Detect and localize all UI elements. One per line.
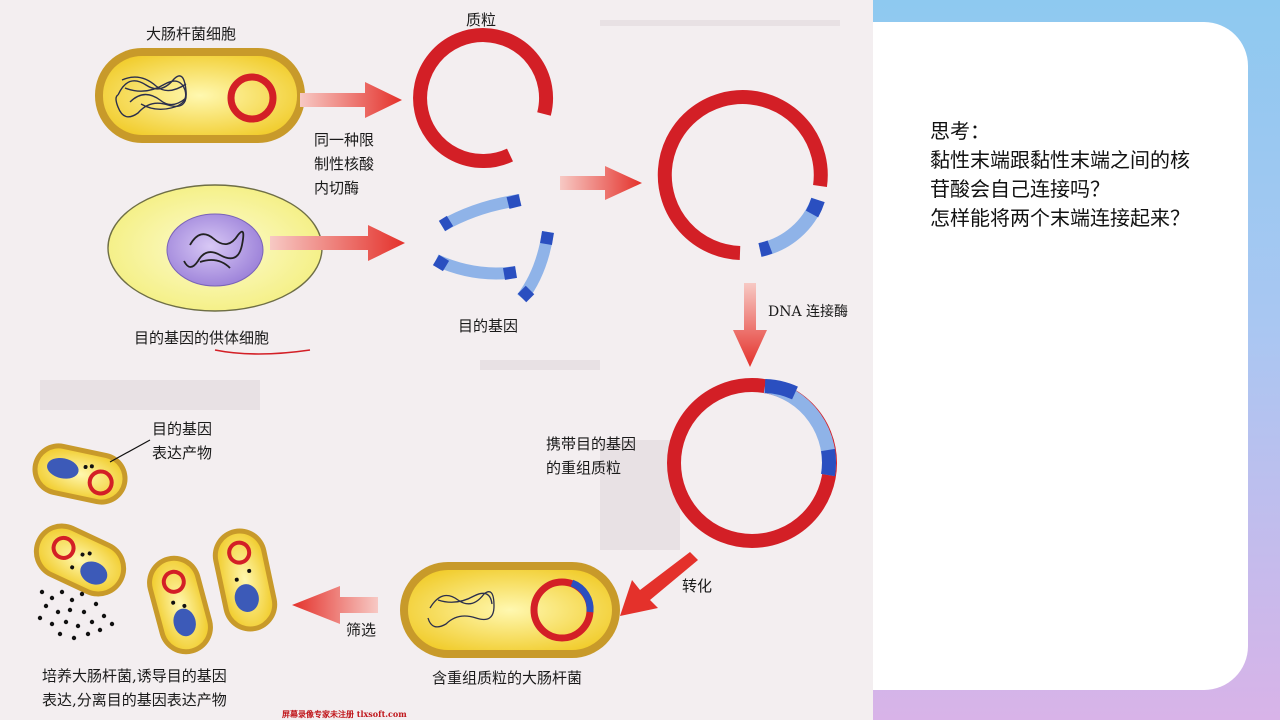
label-recombinant: 携带目的基因 的重组质粒 (546, 435, 637, 477)
arrow-5 (620, 552, 698, 616)
label-culture: 培养大肠杆菌,诱导目的基因 表达,分离目的基因表达产物 (42, 667, 227, 709)
small-plasmid (227, 73, 277, 123)
label-screen: 筛选 (346, 621, 377, 639)
plasmid-with-gene (657, 90, 828, 260)
label-ecoli-recombinant: 含重组质粒的大肠杆菌 (432, 669, 583, 687)
label-plasmid: 质粒 (466, 11, 497, 29)
arrow-6 (292, 586, 378, 624)
chromosome-tangle (115, 75, 187, 118)
label-product: 目的基因 表达产物 (152, 420, 213, 462)
product-dots (37, 589, 115, 641)
arrow-2 (270, 225, 405, 261)
donor-cell (107, 184, 323, 312)
arrow-1 (300, 82, 402, 118)
culture-cells (32, 439, 278, 655)
target-gene-fragments (432, 194, 554, 303)
plasmid-open (413, 28, 553, 169)
underline-mark (214, 349, 311, 355)
donor-chromosome (183, 230, 245, 269)
label-enzyme: 同一种限 制性核酸 内切酶 (314, 131, 375, 197)
watermark: 屏幕录像专家未注册 tlxsoft.com (282, 709, 407, 719)
label-ecoli: 大肠杆菌细胞 (146, 25, 237, 43)
figure-drawing (32, 20, 840, 658)
label-donor-cell: 目的基因的供体细胞 (134, 329, 270, 347)
label-ligase: DNA 连接酶 (768, 304, 849, 320)
recombinant-plasmid (667, 378, 837, 548)
genetic-engineering-figure: 大肠杆菌细胞 质粒 同一种限 制性核酸 内切酶 目的基因的供体细胞 目的基因 D… (0, 0, 873, 720)
label-transform: 转化 (682, 577, 713, 595)
ecoli-cell (95, 48, 305, 143)
ecoli-recombinant-cell (400, 562, 620, 658)
arrow-3 (560, 166, 642, 200)
arrow-4 (733, 283, 767, 367)
label-target-gene: 目的基因 (458, 317, 519, 335)
question-text: 思考： 黏性末端跟黏性末端之间的核苷酸会自己连接吗？ 怎样能将两个末端连接起来？ (930, 119, 1190, 230)
